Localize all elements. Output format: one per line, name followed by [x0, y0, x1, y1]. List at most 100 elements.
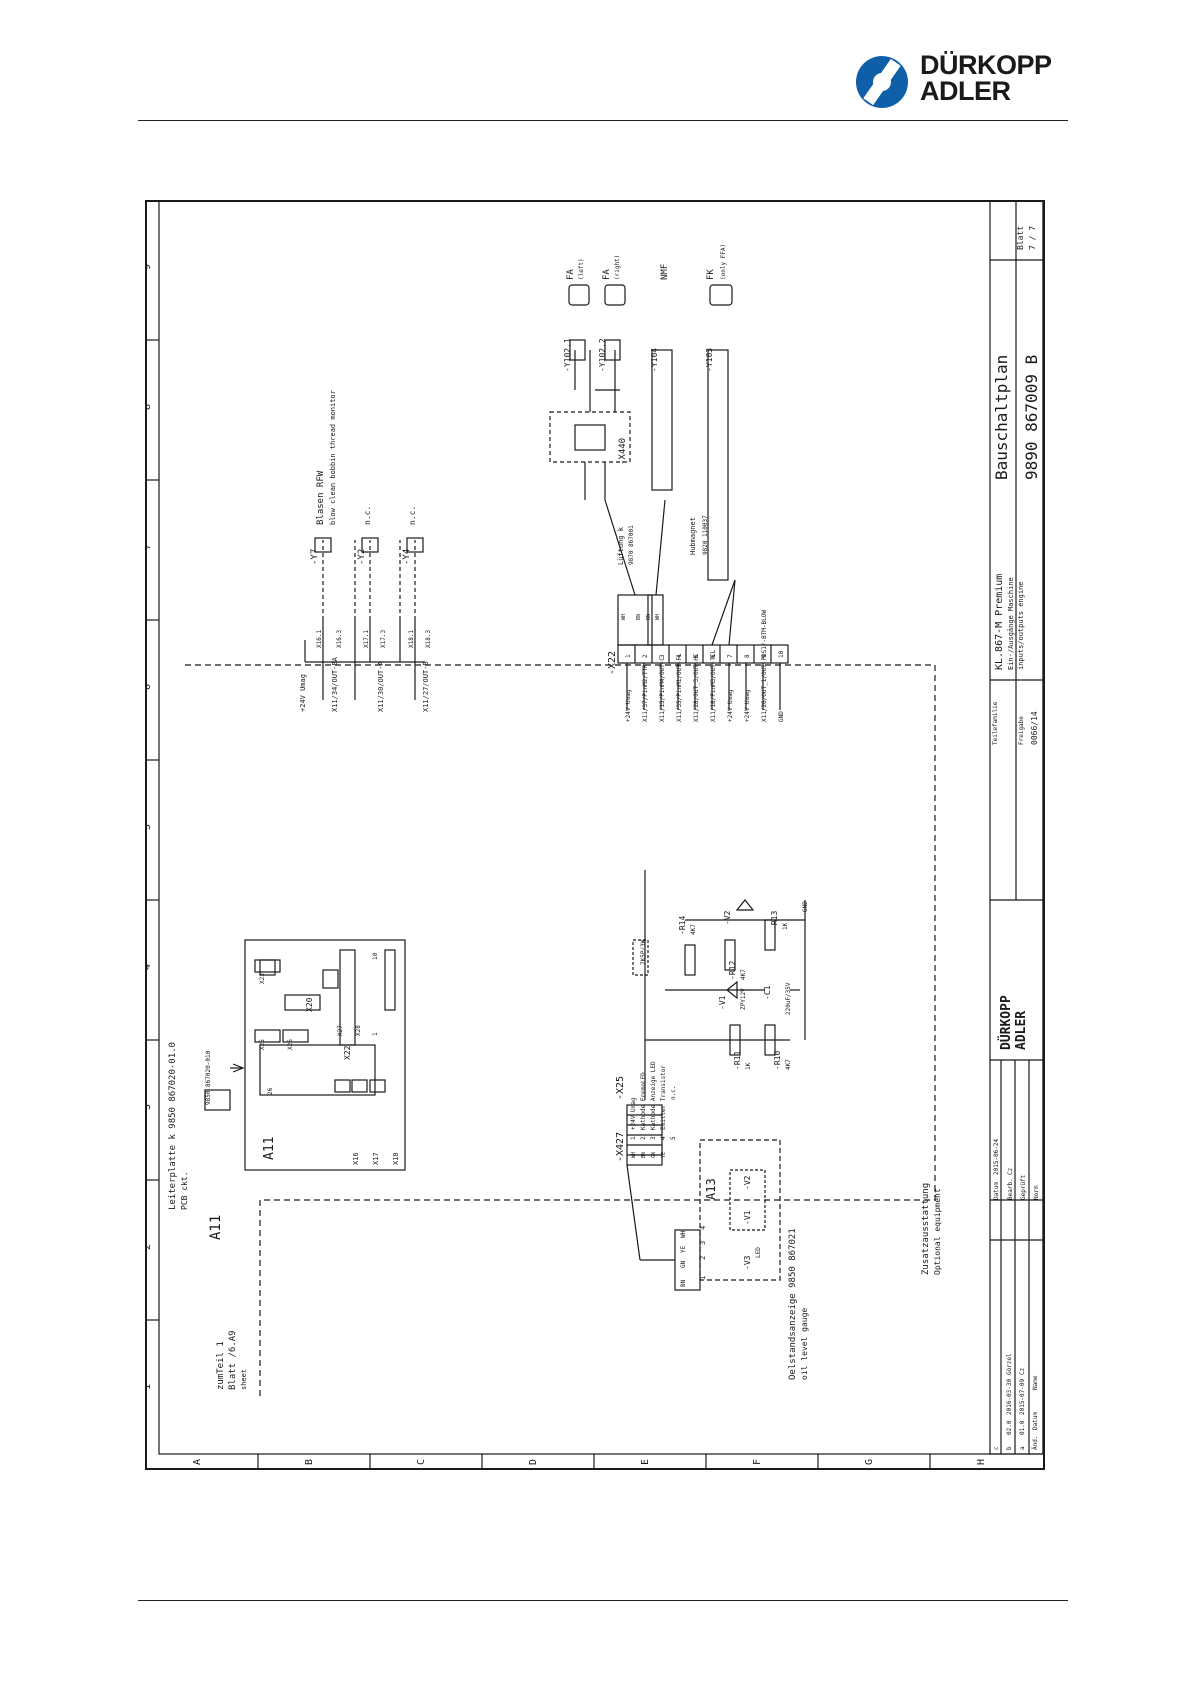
x25-label: X25: [259, 1039, 266, 1050]
tb-rev-a: a: [1019, 1446, 1026, 1450]
r11-value: 1K: [745, 1062, 752, 1070]
tb-rev-b-name: Görzel: [1006, 1353, 1013, 1375]
a13-t1: 1: [699, 1276, 707, 1280]
a13-color-gn: GN: [680, 1260, 687, 1268]
x427-sig-kathode-anzeige: Kathode Anzeige LED: [650, 1061, 657, 1130]
a13-v1: -V1: [743, 1210, 752, 1225]
lueftung-label: Lüftung k: [617, 526, 625, 565]
inner-frame: [158, 200, 1044, 1455]
fa-right-sub: (right): [614, 255, 621, 280]
x22-signal: +24V Umag: [625, 689, 632, 722]
wiring-diagram: 9 8 7 6 5 4 3 2 1 A B C D E F G H zumTei…: [145, 200, 1045, 1470]
row-letter: B: [304, 1459, 315, 1465]
tb-datum-value: 2015-06-24: [993, 1138, 1000, 1175]
r14-value: 4K7: [690, 924, 697, 935]
col-number: 9: [145, 264, 153, 270]
r11-label: -R11: [733, 1051, 742, 1070]
pcb-title: Leiterplatte k 9850 867020-01.0: [168, 1042, 178, 1210]
x22-pin: 7: [727, 654, 734, 658]
a13-color-ye: YE: [680, 1245, 687, 1253]
r12-value: 4K7: [740, 969, 747, 980]
x22-pin: 10: [778, 650, 785, 658]
x16-3-label: X16.3: [336, 630, 343, 648]
y7-label: -Y7: [310, 549, 320, 565]
pcb-title-en: PCB ckt.: [180, 1171, 189, 1210]
x27-label: X27: [337, 1025, 344, 1036]
nc-label-2: n.c.: [408, 506, 417, 525]
brand-line-2: ADLER: [920, 76, 1011, 106]
x440-connector: [549, 411, 631, 463]
tb-doc-title: Bauschaltplan: [992, 355, 1011, 480]
x17-label: X17: [372, 1152, 380, 1165]
header-rule: [138, 120, 1068, 121]
sheet-label: sheet: [240, 1369, 248, 1390]
r12-label: -R12: [728, 961, 737, 980]
v2-label: -V2: [723, 910, 732, 925]
x22-wire-wh2: WH: [655, 614, 661, 620]
x18-3-label: X18.3: [425, 630, 432, 648]
x427-pin: 5: [670, 1136, 677, 1140]
r13-value: 1K: [782, 922, 789, 930]
tb-rev-a-name: Cz: [1019, 1367, 1026, 1375]
x427-pin: 2: [640, 1136, 647, 1140]
tb-freigabe-number: 0066/14: [1030, 711, 1039, 745]
x22-signal: X11/26/OUT_1/OUT-POS1/-BTM-BLOW: [761, 610, 768, 722]
zener-diode-v1: [726, 980, 738, 1000]
x427-pin: 1: [630, 1136, 637, 1140]
x427-pin: 3: [650, 1136, 657, 1140]
x22-pin: 3: [659, 654, 666, 658]
c1-label: -C1: [763, 985, 772, 1000]
optional-label: Optional equipment: [933, 1188, 942, 1275]
mid-sig-x11-34: X11/34/OUT-BA: [331, 656, 339, 712]
res-box-label: 7K5P/3W: [640, 939, 647, 965]
brand-wordmark: DÜRKOPP ADLER: [920, 52, 1052, 106]
tb-norm: Norm: [1033, 1185, 1040, 1200]
tb-desc-en: inputs/outputs engine: [1017, 581, 1025, 670]
resistor-r14: [684, 944, 696, 976]
mid-sig-x11-30: X11/30/OUT-A: [377, 661, 385, 712]
tb-freigabe: Freigabe: [1018, 716, 1025, 745]
a13-t2: 2: [699, 1256, 707, 1260]
diode-v2: [735, 899, 755, 911]
x22-wire-bn: BN: [636, 614, 642, 620]
x427-sig-kathode-fremo: Kathode FremoLED: [640, 1072, 647, 1130]
x22-signal: +24V Umag: [727, 689, 734, 722]
a11-large-label: A11: [208, 1215, 224, 1240]
x427-wire-ye: YE: [661, 1152, 667, 1158]
y4-label: -Y4: [402, 549, 412, 565]
x22-pin: 5: [693, 654, 700, 658]
fk-sub: (only FFA): [720, 244, 727, 280]
col-number: 7: [145, 544, 153, 550]
x22-board-label: X22: [343, 1045, 352, 1060]
x22-signal: X11/15/PinM4/OUT-C: [659, 657, 666, 722]
col-number: 2: [145, 1244, 153, 1250]
tb-name: Name: [1032, 1375, 1039, 1390]
x16-label: X16: [352, 1152, 360, 1165]
oil-gauge-de: Oelstandsanzeige 9850 867021: [788, 1228, 798, 1380]
r10-value: 4K7: [785, 1059, 792, 1070]
nmf-label: NMF: [660, 264, 670, 280]
x26-label: X26: [287, 1039, 294, 1050]
tb-rev-b: b: [1006, 1446, 1013, 1450]
x427-pin: 4: [660, 1136, 667, 1140]
col-number: 5: [145, 824, 153, 830]
hubmagnet-number: 9820 110037: [702, 515, 709, 555]
x16-1-label: X16.1: [316, 630, 323, 648]
a13-t4: 4: [699, 1226, 707, 1230]
mid-sig-24v: +24V Umag: [299, 674, 307, 712]
outer-frame: [145, 200, 1045, 1470]
x22-label: -X22: [607, 651, 618, 675]
tb-desc-de: Ein-/Ausgänge Maschine: [1007, 577, 1015, 670]
tb-rev-b-version: 02.0: [1006, 1420, 1013, 1435]
tb-rev-b-date: 2016-03-30: [1006, 1378, 1013, 1415]
tb-bearb: Bearb.: [1007, 1178, 1014, 1200]
pin1-label: 1: [372, 1032, 379, 1036]
a13-led: LED: [755, 1247, 762, 1258]
x17-3-label: X17.3: [380, 630, 387, 648]
oil-gauge-en: oil level gauge: [800, 1308, 809, 1380]
y103-label: -Y103: [705, 348, 714, 372]
x22-signal: X11/28/OUT_3/OUT-HC: [693, 653, 700, 722]
nc-label-1: n.c.: [363, 506, 372, 525]
x18-label: X18: [392, 1152, 400, 1165]
row-letter: D: [528, 1459, 539, 1465]
